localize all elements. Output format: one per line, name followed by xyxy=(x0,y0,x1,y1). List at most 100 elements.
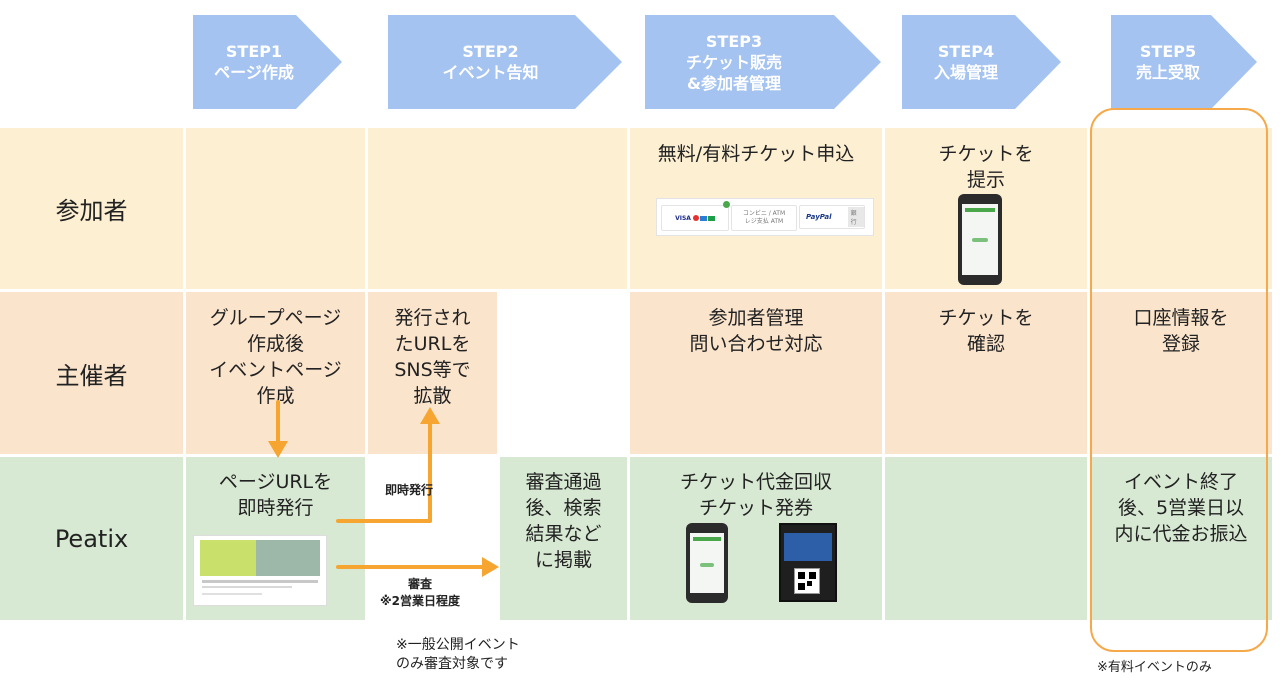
organizer-step1-line1: グループページ xyxy=(209,307,342,329)
phone-header-bar xyxy=(693,537,721,541)
step1-number: STEP1 xyxy=(225,42,283,61)
step4-chevron: STEP4 入場管理 xyxy=(902,15,1062,109)
payment-methods-image: VISA コンビニ / ATM レジ支払 ATM PayPal 銀行 xyxy=(656,198,874,236)
credit-cards-box: VISA xyxy=(661,205,729,231)
arrowhead-right xyxy=(482,557,499,577)
paypal-box: PayPal 銀行 xyxy=(799,205,865,229)
organizer-step1-text: グループページ 作成後 イベントページ 作成 xyxy=(186,305,365,409)
phone-ticket-button xyxy=(972,238,988,242)
event-page-text-line xyxy=(202,593,262,595)
smartphone-ticket-image xyxy=(958,194,1002,285)
peatix-step3-line1: チケット代金回収 xyxy=(679,471,832,493)
step5-highlight-outline xyxy=(1090,108,1268,652)
peatix-step5-line2: 後、5営業日以 xyxy=(1117,497,1245,519)
peatix-step5-text: イベント終了 後、5営業日以 内に代金お振込 xyxy=(1090,469,1272,547)
review-label: 審査 ※2営業日程度 xyxy=(365,576,475,610)
organizer-step4-text: チケットを 確認 xyxy=(885,305,1087,357)
peatix-step5-cell xyxy=(1090,457,1272,620)
event-page-photo xyxy=(256,540,320,576)
organizer-step4-line2: 確認 xyxy=(966,333,1005,355)
organizer-step1-line4: 作成 xyxy=(256,385,295,407)
smartphone-payment-image xyxy=(686,523,728,603)
peatix-step4-cell xyxy=(885,457,1087,620)
organizer-step3-text: 参加者管理 問い合わせ対応 xyxy=(630,305,882,357)
review-target-note: ※一般公開イベント のみ審査対象です xyxy=(396,636,520,674)
participant-label-cell xyxy=(0,128,183,289)
organizer-step1-line2: 作成後 xyxy=(246,333,304,355)
organizer-step4-line1: チケットを xyxy=(938,307,1034,329)
organizer-step5-text: 口座情報を 登録 xyxy=(1090,305,1272,357)
participant-step4-line2: 提示 xyxy=(966,169,1005,191)
event-page-screenshot xyxy=(193,535,327,606)
concert-photo xyxy=(784,533,832,561)
event-page-title-line xyxy=(202,580,318,583)
organizer-step3-cell xyxy=(630,292,882,454)
step3-title: チケット販売 xyxy=(685,52,782,72)
review-label-line2: ※2営業日程度 xyxy=(379,594,461,608)
organizer-step1-line3: イベントページ xyxy=(209,359,342,381)
jcb-card-icon xyxy=(707,215,715,221)
paypal-logo: PayPal xyxy=(806,213,832,221)
participant-step5-cell xyxy=(1090,128,1272,289)
organizer-step3-line1: 参加者管理 xyxy=(708,307,804,329)
peatix-review-text: 審査通過 後、検索 結果など に掲載 xyxy=(500,469,627,573)
step3-chevron-shape xyxy=(645,15,881,109)
peatix-step3-text: チケット代金回収 チケット発券 xyxy=(630,469,882,521)
step1-title: ページ作成 xyxy=(214,63,294,82)
step4-title: 入場管理 xyxy=(933,63,998,82)
peatix-row-label: Peatix xyxy=(54,524,129,553)
participant-step4-line1: チケットを xyxy=(938,143,1034,165)
peatix-step5-line3: 内に代金お振込 xyxy=(1114,523,1248,545)
instant-issue-label: 即時発行 xyxy=(385,483,434,497)
step3-number: STEP3 xyxy=(705,31,763,51)
phone-pay-button xyxy=(700,563,714,567)
organizer-row-label: 主催者 xyxy=(55,361,128,390)
organizer-step2-line4: 拡散 xyxy=(413,385,452,407)
organizer-step2-line2: たURLを xyxy=(394,333,471,355)
peatix-step1-line2: 即時発行 xyxy=(237,497,314,519)
paid-only-note: ※有料イベントのみ xyxy=(1097,660,1212,675)
bank-label: 銀行 xyxy=(847,207,864,227)
review-target-note-line1: ※一般公開イベント xyxy=(396,637,520,653)
peatix-step5-line1: イベント終了 xyxy=(1123,471,1238,493)
organizer-step5-cell xyxy=(1090,292,1272,454)
step2-chevron-shape xyxy=(388,15,622,109)
phone-header-bar xyxy=(965,208,995,212)
participant-step4-text: チケットを 提示 xyxy=(885,141,1087,193)
konbini-atm-box: コンビニ / ATM レジ支払 ATM xyxy=(731,205,797,231)
konbini-label: コンビニ / ATM xyxy=(742,210,786,217)
organizer-step2-text: 発行され たURLを SNS等で 拡散 xyxy=(368,305,497,409)
step4-number: STEP4 xyxy=(937,42,995,61)
event-page-text-line xyxy=(202,586,292,588)
peatix-review-line1: 審査通過 xyxy=(525,471,602,493)
konbini-sublabel: レジ支払 ATM xyxy=(744,218,784,225)
peatix-step1-line1: ページURLを xyxy=(218,471,333,493)
selected-check-icon xyxy=(723,201,730,208)
peatix-label-cell xyxy=(0,457,183,620)
step4-chevron-shape xyxy=(902,15,1061,109)
mastercard-icon xyxy=(692,215,699,221)
organizer-step5-line1: 口座情報を xyxy=(1133,307,1229,329)
organizer-step3-line2: 問い合わせ対応 xyxy=(689,333,823,355)
step5-chevron: STEP5 売上受取 xyxy=(1111,15,1258,109)
peatix-review-line2: 後、検索 xyxy=(525,497,602,519)
peatix-step3-cell xyxy=(630,457,882,620)
peatix-review-line4: に掲載 xyxy=(534,549,592,571)
step5-title: 売上受取 xyxy=(1135,63,1200,82)
participant-step2-cell xyxy=(368,128,627,289)
step2-chevron: STEP2 イベント告知 xyxy=(388,15,623,109)
organizer-step2-line1: 発行され xyxy=(394,307,471,329)
organizer-step1-cell xyxy=(186,292,365,454)
step3-chevron: STEP3 チケット販売 &参加者管理 xyxy=(645,15,882,109)
organizer-step2-line3: SNS等で xyxy=(394,359,471,381)
organizer-step5-line2: 登録 xyxy=(1161,333,1200,355)
organizer-label-cell xyxy=(0,292,183,454)
visa-card-icon: VISA xyxy=(675,214,691,222)
peatix-review-cell xyxy=(500,457,627,620)
peatix-step1-text: ページURLを 即時発行 xyxy=(186,469,365,521)
amex-card-icon xyxy=(699,215,707,221)
review-label-line1: 審査 xyxy=(407,577,432,591)
step1-chevron: STEP1 ページ作成 xyxy=(193,15,343,109)
step2-number: STEP2 xyxy=(462,42,519,61)
qr-code-icon xyxy=(794,568,820,594)
